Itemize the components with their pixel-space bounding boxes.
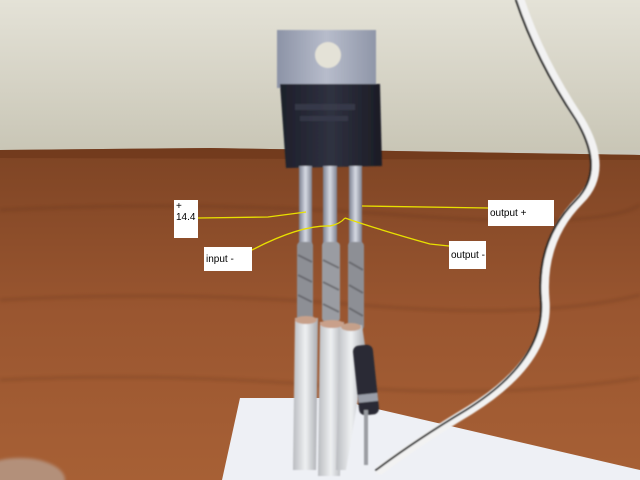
- line-output-plus: [361, 205, 489, 209]
- mounting-hole: [315, 42, 341, 68]
- line-input-plus: [197, 211, 307, 219]
- line-input-minus: [251, 217, 346, 251]
- wooden-table: [0, 148, 640, 480]
- leg-input: [299, 166, 312, 246]
- label-input-plus: + 14.4: [174, 200, 198, 238]
- leg-output: [349, 166, 362, 246]
- label-output-minus: output -: [449, 241, 486, 269]
- blurred-finger: [0, 458, 65, 480]
- input-plus-sign: +: [176, 201, 182, 212]
- annotation-lines: [197, 205, 489, 251]
- power-wire: [375, 0, 600, 475]
- voltage-regulator: [277, 30, 382, 246]
- label-output-plus: output +: [488, 200, 554, 226]
- label-input-minus: input -: [204, 247, 252, 271]
- line-output-minus: [344, 217, 450, 247]
- input-plus-value: 14.4: [176, 212, 196, 223]
- diode: [352, 344, 380, 465]
- leg-ground: [323, 166, 337, 246]
